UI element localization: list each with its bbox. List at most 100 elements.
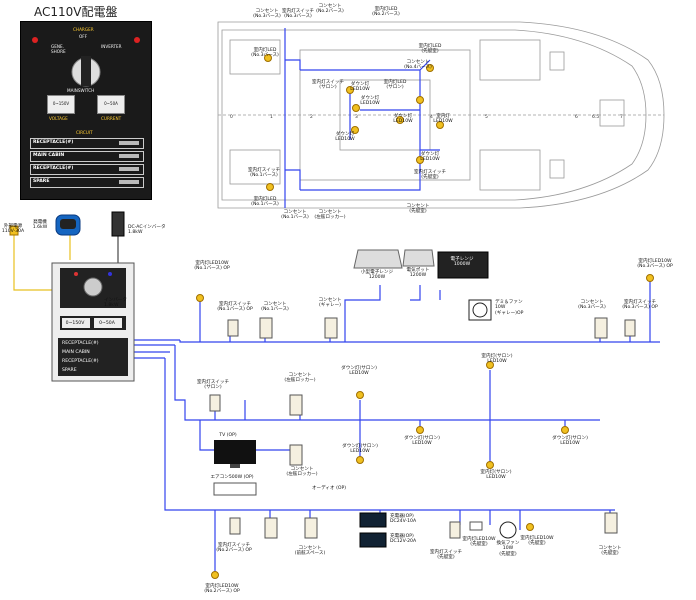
panel-label-charger: CHARGER xyxy=(73,27,94,32)
label-down3: ダウン灯(サロン) LED10W xyxy=(552,436,588,447)
panel-row-2: MAIN CABIN xyxy=(30,151,144,162)
ship-fan-icon xyxy=(499,521,517,539)
label-down2: ダウン灯(サロン) LED10W xyxy=(404,436,440,447)
boat-plan xyxy=(217,21,665,209)
label-out-locker2: コンセント (左舷ロッカー) xyxy=(286,467,318,478)
panel-row-4-label: SPARE xyxy=(33,179,50,184)
plan-label-20: コンセント (左舷ロッカー) xyxy=(314,210,346,221)
mini-row-4: SPARE xyxy=(62,368,77,373)
panel-label-mainswitch: MAINSWITCH xyxy=(67,88,95,93)
hatch-outline xyxy=(599,99,625,127)
label-led-p1: 室内灯LED10W (No.1バース) OP xyxy=(194,261,230,272)
plan-label-11: ダウン灯 LED10W xyxy=(335,132,355,143)
breaker-icon xyxy=(119,154,139,158)
plan-label-07: ダウン灯 LED10W xyxy=(350,82,370,93)
outlet-icon xyxy=(594,317,608,339)
panel-label-current: CURRENT xyxy=(101,116,122,121)
mini-panel xyxy=(51,262,135,382)
mini-row-3: RECEPTACLE(#) xyxy=(62,359,99,364)
label-sw-p3: 室内灯スイッチ (No.3バース) OP xyxy=(622,300,658,311)
label-charger2: 充電器(OP) DC12V-20A xyxy=(390,534,417,545)
mini-lamp-icon xyxy=(74,272,78,276)
station-label: 6 xyxy=(575,114,578,120)
lamp-icon xyxy=(416,426,424,434)
tv-group xyxy=(213,440,257,496)
station-label: 7 xyxy=(620,114,623,120)
outlet-icon xyxy=(324,317,338,339)
charger1-icon xyxy=(359,512,387,528)
plan-label-08: 室内灯LED (サロン) xyxy=(383,80,407,91)
lamp-icon xyxy=(356,456,364,464)
ship-led-icon xyxy=(469,521,483,531)
plan-label-15: 室内灯LED (No.1バース) xyxy=(251,197,279,208)
panel-label-inverter: INVERTER xyxy=(101,44,122,49)
label-shore: 外部電源 110V-30A xyxy=(1,224,25,235)
label-tv: TV (OP) xyxy=(219,433,237,438)
outlet-icon xyxy=(289,444,303,466)
charger2-icon xyxy=(359,532,387,548)
switch-icon xyxy=(227,319,239,337)
label-out-p1: コンセント (No.1バース) xyxy=(261,302,289,313)
label-out-locker: コンセント (左舷ロッカー) xyxy=(284,373,316,384)
cabin-compartment xyxy=(479,149,541,191)
component-marks xyxy=(196,54,654,579)
plug-icon xyxy=(9,225,19,236)
breaker-icon xyxy=(119,180,139,184)
fan-blade-icon xyxy=(472,302,488,318)
lamp-icon xyxy=(561,426,569,434)
label-range: 電子レンジ 1000W xyxy=(450,257,474,268)
mini-ammeter xyxy=(94,318,122,328)
plan-label-19: コンセント (先艇室) xyxy=(406,204,430,215)
inverter-body-icon xyxy=(111,211,125,237)
plan-wire xyxy=(284,28,301,208)
plan-label-16: コンセント (No.1バース) xyxy=(281,210,309,221)
generator-panel-icon xyxy=(60,219,76,229)
mini-selector-icon xyxy=(83,277,103,297)
lamp-icon xyxy=(426,64,434,72)
lamp-icon xyxy=(526,523,534,531)
bus-wire-2 xyxy=(174,345,600,430)
lamp-icon xyxy=(346,86,354,94)
panel-label-off: OFF xyxy=(79,34,88,39)
label-sw-salon: 室内灯スイッチ (サロン) xyxy=(196,380,230,391)
panel-label-voltage: VOLTAGE xyxy=(49,116,68,121)
switch-icon xyxy=(209,394,221,412)
label-led-p3: 室内灯LED10W (No.3バース) OP xyxy=(637,259,673,270)
plan-label-03: コンセント (No.2バース) xyxy=(316,4,344,15)
lamp-icon xyxy=(211,571,219,579)
plan-label-12: 室内灯 LED10W xyxy=(433,114,453,125)
panel-label-circuit: CIRCUIT xyxy=(76,130,93,135)
panel-ammeter: 0~50A xyxy=(97,95,125,114)
mini-voltmeter xyxy=(62,318,90,328)
lamp-icon xyxy=(416,156,424,164)
lamp-icon xyxy=(646,274,654,282)
label-led-salon2: 室内灯(サロン) LED10W xyxy=(480,470,512,481)
chargers xyxy=(359,512,517,548)
outlet-icon xyxy=(604,512,618,534)
plan-label-18: 室内灯スイッチ (先艇室) xyxy=(413,170,447,181)
label-sw-p1: 室内灯スイッチ (No.1バース) OP xyxy=(217,302,253,313)
mini-row-2: MAIN CABIN xyxy=(62,350,90,355)
plan-label-04: 室内灯LED (No.3バース) xyxy=(251,48,279,59)
mini-btn-right: 0~50A xyxy=(99,321,115,326)
label-charger1: 充電器(OP) DC24V-10A xyxy=(390,514,417,525)
lamp-icon xyxy=(352,104,360,112)
panel-row-1-label: RECEPTACLE(#) xyxy=(33,140,74,145)
label-microwave: 小型電子レンジ 1200W xyxy=(360,270,394,281)
hatch-outline xyxy=(549,159,565,179)
lamp-icon xyxy=(436,121,444,129)
selector-handle-icon xyxy=(81,56,91,86)
lamp-icon xyxy=(266,183,274,191)
galley-appliances xyxy=(353,249,492,321)
lamp-icon xyxy=(486,461,494,469)
plan-label-14: 室内灯スイッチ (No.1バース) xyxy=(247,168,281,179)
microwave-icon xyxy=(353,249,403,269)
switch-icon xyxy=(624,319,636,337)
station-label: 2 xyxy=(310,114,313,120)
panel-row-3: RECEPTACLE(#) xyxy=(30,164,144,175)
station-label: 3 xyxy=(355,114,358,120)
plan-label-02: 室内灯スイッチ (No.3バース) xyxy=(281,9,315,20)
pot-icon xyxy=(402,249,435,267)
label-out-ship: コンセント (先艇室) xyxy=(598,546,622,557)
